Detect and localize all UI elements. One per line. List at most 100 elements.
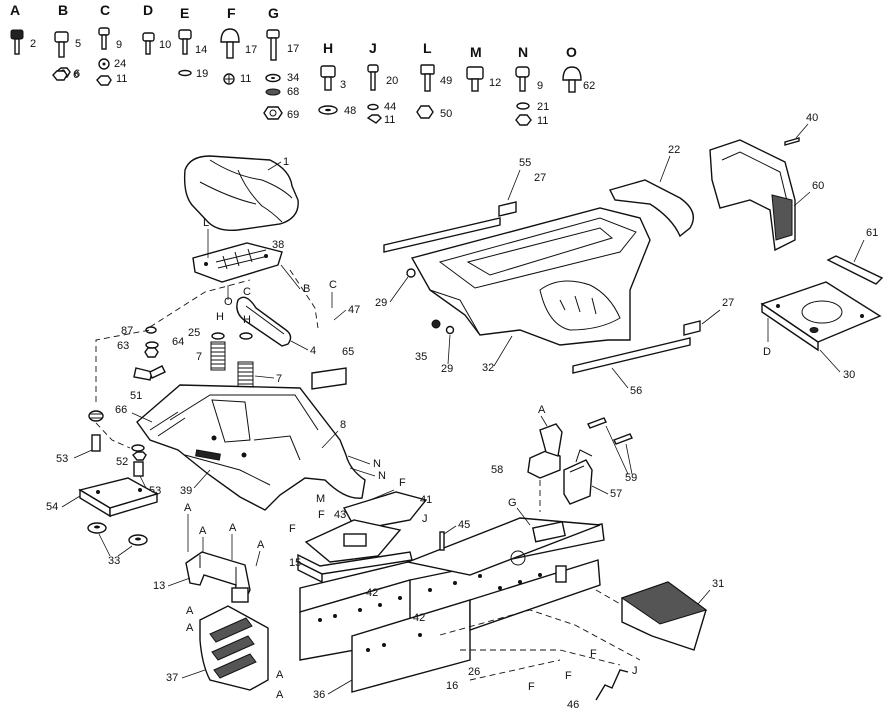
ref-panel-A2: A (186, 622, 194, 634)
callout-plate-41: 41 (420, 494, 432, 506)
callout-pivot-13: 13 (153, 580, 165, 592)
callout-decal-27b: 27 (722, 297, 734, 309)
bumper-assembly: 53 52 53 (56, 410, 161, 497)
callout-cable: 47 (348, 304, 360, 316)
ref-panel-A4: A (276, 689, 284, 701)
ref-bolt-J: J (422, 513, 428, 525)
knob-29b (445, 325, 455, 335)
callout-knob-29a: 29 (375, 297, 387, 309)
main-frame (299, 517, 605, 693)
callout-washer-25: 25 (188, 327, 200, 339)
support-15 (297, 551, 413, 584)
bracket-58 (527, 423, 563, 479)
callout-bumper-53a: 53 (56, 453, 68, 465)
hardware-letter-D: D (143, 2, 153, 18)
decal-27a (498, 201, 517, 217)
hardware-item-E-2: 19 (196, 68, 208, 80)
bracket-57 (563, 449, 593, 505)
callout-bracket-57: 57 (610, 488, 622, 500)
nut-icon (515, 114, 532, 126)
ref-pan-C2: C (243, 286, 251, 298)
pivot-bracket-13 (185, 551, 251, 603)
hardware-item-L-1: 49 (440, 75, 452, 87)
decal-65 (311, 367, 347, 390)
seat-pan (192, 242, 283, 283)
hardware-item-B-1: 5 (75, 38, 81, 50)
nut-icon (96, 75, 112, 86)
ref-rod-F3: F (590, 648, 597, 660)
ref-fender-N2: N (378, 470, 386, 482)
screw-icon (367, 64, 379, 91)
hardware-letter-B: B (58, 2, 68, 18)
seat-assembly: 1 38 L B C C O 47 4 H H 25 (117, 155, 360, 402)
mount-bracket-54 (78, 477, 159, 518)
callout-bushing-33: 33 (108, 555, 120, 567)
strip-61 (826, 255, 884, 285)
bolt-icon (266, 29, 280, 61)
callout-rod-26b: 26 (468, 666, 480, 678)
hardware-item-L-2: 50 (440, 108, 452, 120)
nut-icon (263, 106, 283, 120)
hardware-item-O-1: 62 (583, 80, 595, 92)
callout-strip-61: 61 (866, 227, 878, 239)
ref-rod-F1: F (528, 681, 535, 693)
bolts-59 (587, 417, 633, 445)
callout-bolts-59: 59 (625, 472, 637, 484)
hardware-item-N-3: 11 (537, 115, 548, 127)
callout-clip-51: 51 (130, 390, 142, 402)
hardware-letter-H: H (323, 40, 333, 56)
clip-40 (784, 137, 800, 146)
hardware-letter-F: F (227, 5, 236, 21)
ref-H2: H (243, 314, 251, 326)
bolt-45 (439, 531, 445, 551)
washer-icon (516, 102, 530, 110)
knob-35 (431, 319, 441, 329)
callout-panel-37: 37 (166, 672, 178, 684)
callout-plate-30: 30 (843, 369, 855, 381)
callout-trim-55: 55 (519, 157, 531, 169)
washer-icon (367, 103, 379, 111)
hardware-letter-J: J (369, 40, 377, 56)
callout-washer-87: 87 (121, 325, 133, 337)
callout-rail-42b: 42 (413, 612, 425, 624)
hardware-item-J-2: 44 (384, 101, 396, 113)
nut-icon (366, 114, 382, 124)
hardware-letter-M: M (470, 44, 482, 60)
hardware-item-C-2: 24 (114, 58, 126, 70)
hardware-legend: A 2 6 B 5 6 C 9 24 11 D 10 E 14 19 F 17 … (10, 2, 595, 127)
screw-icon (98, 27, 110, 50)
hardware-item-A-1: 2 (30, 38, 36, 50)
mount-plate-30 (760, 281, 882, 352)
hardware-item-C-1: 9 (116, 39, 122, 51)
plate-43 (304, 519, 402, 563)
callout-decal-65: 65 (342, 346, 354, 358)
callout-seat: 1 (283, 156, 289, 168)
hardware-letter-N: N (518, 44, 528, 60)
ref-H1: H (216, 311, 224, 323)
fender-deck (136, 384, 366, 511)
hardware-item-H-1: 3 (340, 79, 346, 91)
hardware-item-F-1: 17 (245, 44, 257, 56)
ref-panel-A1: A (186, 605, 194, 617)
bolt-icon (54, 31, 69, 58)
hardware-item-G-2: 34 (287, 72, 299, 84)
hardware-letter-G: G (268, 5, 279, 21)
lockwasher-icon (98, 58, 110, 70)
decal-27b (683, 320, 701, 336)
trim-55 (383, 217, 501, 253)
callout-hood: 32 (482, 362, 494, 374)
ref-support-F: F (289, 523, 296, 535)
hardware-letter-L: L (423, 40, 432, 56)
hood (410, 207, 651, 346)
ref-pan-C: C (329, 279, 337, 291)
callout-bracket-54: 54 (46, 501, 58, 513)
knob-29a (406, 268, 416, 278)
bolt-icon (466, 66, 484, 92)
ref-plate43-F: F (318, 509, 325, 521)
callout-seat-spring-l: 7 (196, 351, 202, 363)
panel-37 (199, 605, 269, 691)
link-46 (595, 669, 629, 701)
hardware-item-N-1: 9 (537, 80, 543, 92)
ref-fender-M: M (316, 493, 325, 505)
callout-dash-60: 60 (812, 180, 824, 192)
